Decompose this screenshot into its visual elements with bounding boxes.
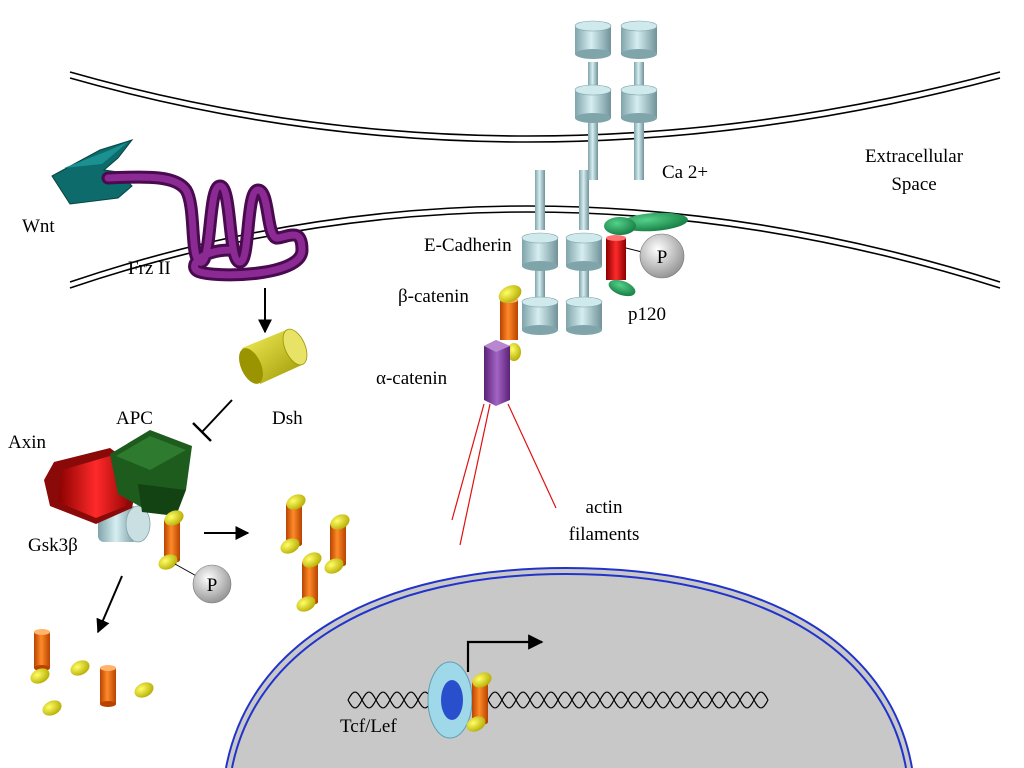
label-e-cadherin: E-Cadherin [424, 235, 512, 256]
label-beta-catenin: β-catenin [398, 286, 469, 307]
degradation-arrow [96, 575, 123, 634]
svg-text:P: P [207, 575, 218, 596]
label-apc: APC [116, 408, 153, 429]
dsh-protein [239, 328, 308, 384]
svg-text:P: P [657, 247, 668, 268]
lower-cadherin-pair [521, 232, 603, 336]
transcription-arrow [466, 634, 544, 672]
label-extracellular-line1: Extracellular [865, 146, 964, 167]
actin-filaments [451, 403, 557, 546]
dna-helix [347, 691, 769, 709]
alpha-catenin-protein [484, 340, 510, 406]
label-p120: p120 [628, 304, 666, 325]
label-gsk3b: Gsk3β [28, 535, 78, 556]
label-actin-line2: filaments [569, 524, 640, 545]
apc-protein [110, 430, 192, 516]
frizzled-receptor [101, 170, 309, 282]
cadherin-stalks [535, 62, 644, 298]
complex-phosphate: P [174, 563, 232, 604]
label-dsh: Dsh [272, 408, 303, 429]
dsh-inhibition-bar [192, 399, 233, 442]
free-beta-catenin-cluster [277, 491, 353, 615]
label-frz: Frz II [128, 258, 171, 279]
label-tcf-lef: Tcf/Lef [340, 716, 397, 737]
outer-cell-membrane [69, 71, 1001, 143]
tcf-lef-complex [427, 661, 495, 739]
label-alpha-catenin: α-catenin [376, 368, 448, 389]
label-extracellular-line2: Space [891, 174, 936, 195]
label-actin-line1: actin [586, 497, 623, 518]
label-axin: Axin [8, 432, 47, 453]
p120-phosphate: P [625, 233, 685, 279]
nucleus [225, 566, 913, 768]
label-wnt: Wnt [22, 216, 55, 237]
wnt-ligand [51, 139, 134, 205]
upper-cadherin-pair [574, 20, 658, 124]
junction-beta-catenin [498, 285, 522, 361]
degraded-beta-catenin-fragments [27, 629, 157, 719]
complex-beta-catenin [155, 507, 187, 573]
label-calcium: Ca 2+ [662, 162, 708, 183]
p120-protein [604, 212, 688, 297]
